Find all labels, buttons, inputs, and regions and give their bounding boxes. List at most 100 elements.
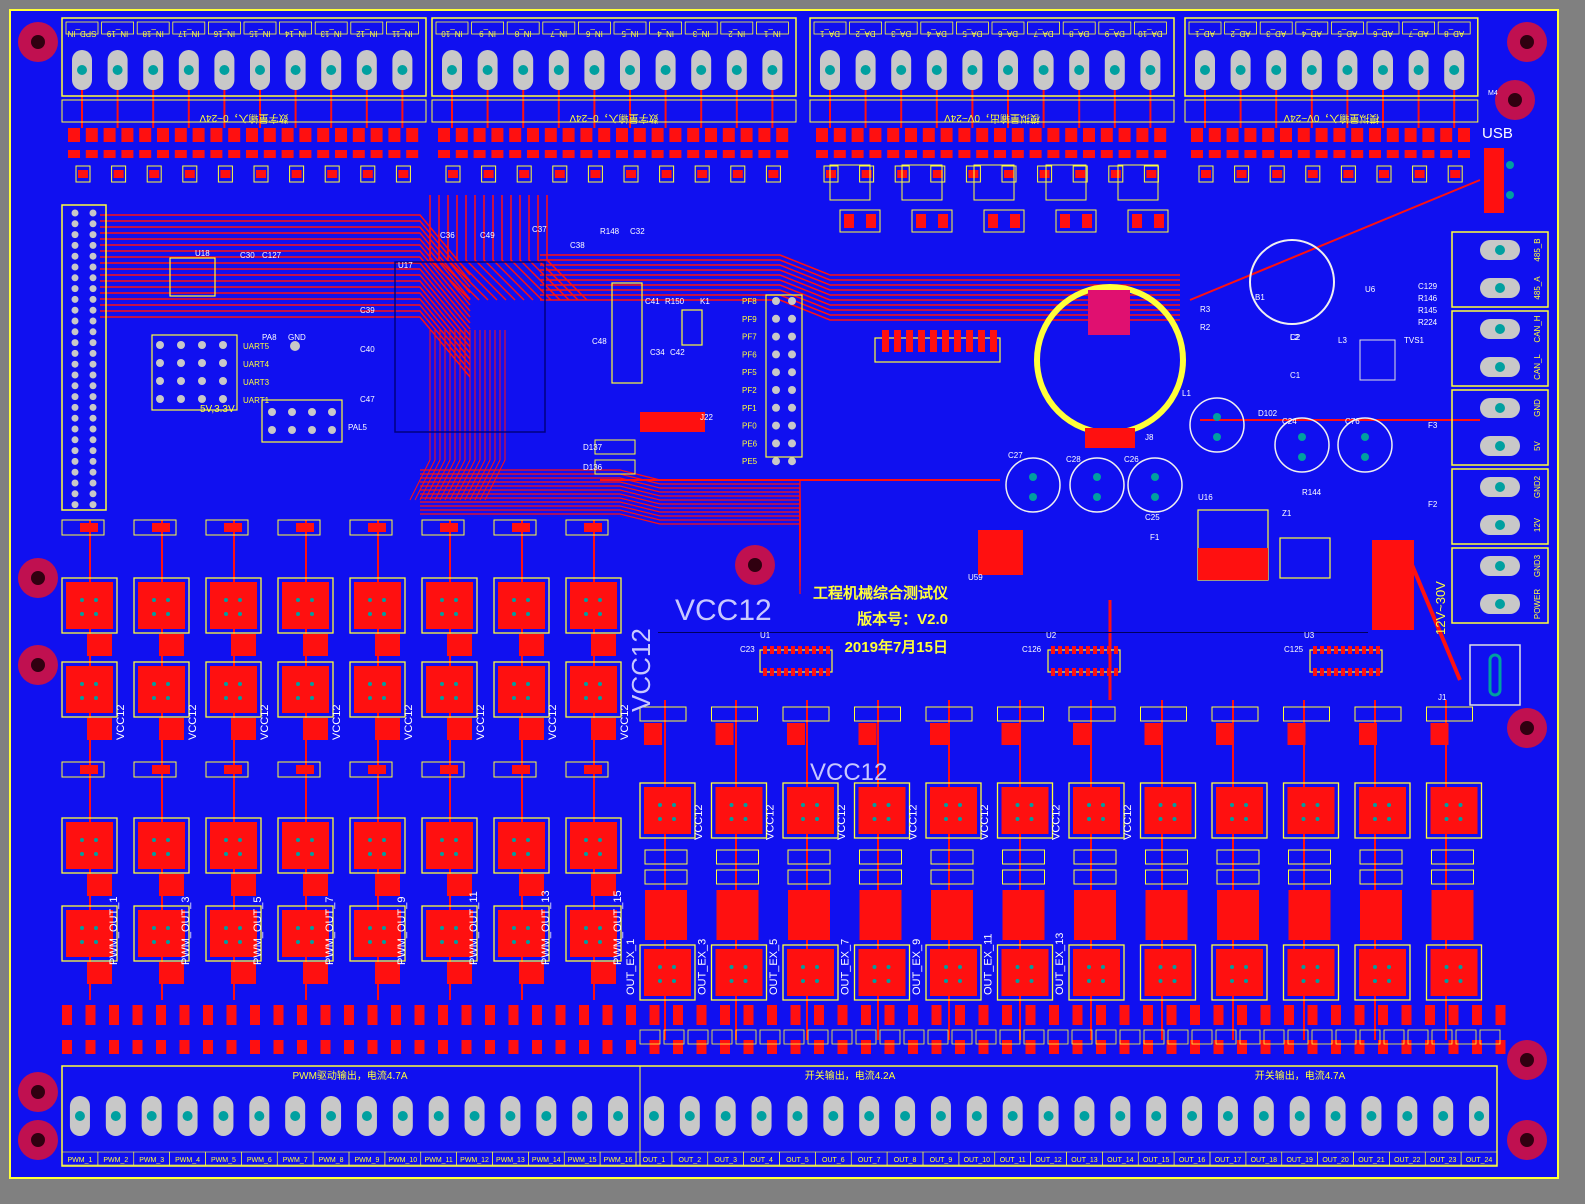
- thermal-via: [944, 817, 948, 821]
- terminal-hole: [1366, 1111, 1377, 1121]
- smd-pad: [1110, 170, 1121, 178]
- terminal-hole: [290, 1111, 301, 1121]
- pin-label-box: [506, 21, 540, 35]
- thermal-via: [872, 965, 877, 969]
- designator: U59: [968, 573, 983, 582]
- thermal-via: [382, 682, 386, 686]
- terminal-hole: [864, 1111, 875, 1121]
- thermal-via: [1087, 965, 1091, 969]
- trace: [540, 279, 1180, 301]
- ic-pin: [1065, 646, 1069, 654]
- pin-label-box: [991, 21, 1025, 35]
- smd-diode: [481, 165, 497, 183]
- trace: [1408, 559, 1462, 681]
- mosfet-outline: [421, 577, 478, 634]
- swd-pin: [268, 408, 276, 416]
- thermal-via: [512, 940, 516, 944]
- terminal-hole: [860, 65, 871, 75]
- thermal-via: [658, 965, 662, 969]
- thermal-via: [1015, 965, 1020, 969]
- thermal-via: [454, 838, 458, 842]
- trace: [100, 220, 471, 282]
- out-ex-label: OUT_EX_7: [840, 939, 852, 995]
- thermal-via: [729, 803, 734, 807]
- smd-resistor: [85, 1005, 96, 1025]
- mosfet-outline: [925, 944, 982, 1001]
- thermal-via: [801, 965, 805, 969]
- thermal-via: [1158, 979, 1163, 983]
- mosfet-pad: [138, 666, 185, 713]
- pf-header: [765, 294, 803, 458]
- header-pin: [71, 328, 79, 336]
- smd-diode: [360, 165, 376, 183]
- thermal-via: [296, 838, 300, 842]
- header-pin: [89, 479, 97, 487]
- smd-pad: [1119, 1040, 1130, 1054]
- smd-diode: [1145, 869, 1188, 885]
- drain-pad: [447, 874, 472, 896]
- top-pin-label: DA_8: [1069, 29, 1090, 38]
- smd-pad: [1315, 150, 1328, 158]
- thermal-via: [454, 696, 458, 700]
- smd-pad: [1166, 1040, 1177, 1054]
- smd-pad: [228, 150, 241, 158]
- pin-label-box: [1331, 21, 1364, 35]
- pf-pin: [772, 332, 780, 341]
- smd-resistor: [388, 128, 401, 142]
- smd-resistor: [1237, 1005, 1247, 1025]
- smd-resistor: [1386, 128, 1399, 142]
- mosfet-pad: [1001, 787, 1049, 834]
- mosfet-outline: [61, 661, 118, 718]
- ic-pin: [777, 646, 781, 654]
- out-ex-label: OUT_EX_5: [768, 939, 780, 995]
- thermal-via: [310, 598, 314, 602]
- drain-pad: [519, 718, 544, 740]
- smd-pad: [1001, 723, 1020, 745]
- mosfet-outline: [565, 661, 622, 718]
- smd-resistor: [758, 128, 771, 142]
- opamp-chip: [1045, 164, 1087, 201]
- bottom-pin-label: OUT_12: [1035, 1157, 1062, 1164]
- trace: [510, 195, 552, 301]
- smd-pad: [1065, 150, 1078, 158]
- cap-pin: [1151, 473, 1159, 481]
- designator: R224: [1418, 318, 1438, 327]
- smd-pad: [633, 150, 646, 158]
- out-ex-label: OUT_EX_13: [1054, 933, 1066, 995]
- vcc-label: VCC12: [1122, 805, 1134, 840]
- thermal-via: [152, 696, 156, 700]
- thermal-via: [1315, 803, 1320, 807]
- mosfet-outline: [493, 577, 550, 634]
- mosfet-outline: [925, 782, 982, 839]
- thermal-via: [512, 926, 516, 930]
- header-pin: [71, 231, 79, 239]
- smd-pad: [884, 1040, 895, 1054]
- pin-label-box: [172, 21, 206, 35]
- ffc-pin: [894, 330, 901, 352]
- trace: [434, 330, 456, 501]
- mosfet-pad: [1359, 787, 1406, 834]
- smd-resistor: [174, 128, 187, 142]
- trace: [439, 330, 461, 501]
- trace: [420, 513, 801, 594]
- thermal-via: [224, 682, 228, 686]
- mosfet-pad: [570, 666, 617, 713]
- smd-diode: [903, 1029, 925, 1045]
- designator: C42: [670, 348, 685, 357]
- designator: C27: [1008, 451, 1023, 460]
- pwm-out-label: PWM_OUT_5: [252, 897, 264, 965]
- smd-diode: [324, 165, 340, 183]
- thermal-via: [526, 598, 530, 602]
- smd-pad: [1226, 150, 1239, 158]
- thermal-via: [958, 965, 962, 969]
- smd-diode: [552, 165, 568, 183]
- drain-pad: [87, 718, 112, 740]
- cap-pin: [1093, 493, 1101, 501]
- smd-pad: [1049, 1040, 1059, 1054]
- ic-pin: [1114, 646, 1118, 654]
- pin-label-box: [243, 21, 277, 35]
- thermal-via: [296, 682, 300, 686]
- smd-resistor: [1136, 128, 1149, 142]
- smd-resistor: [790, 1005, 801, 1025]
- smd-resistor: [722, 128, 735, 142]
